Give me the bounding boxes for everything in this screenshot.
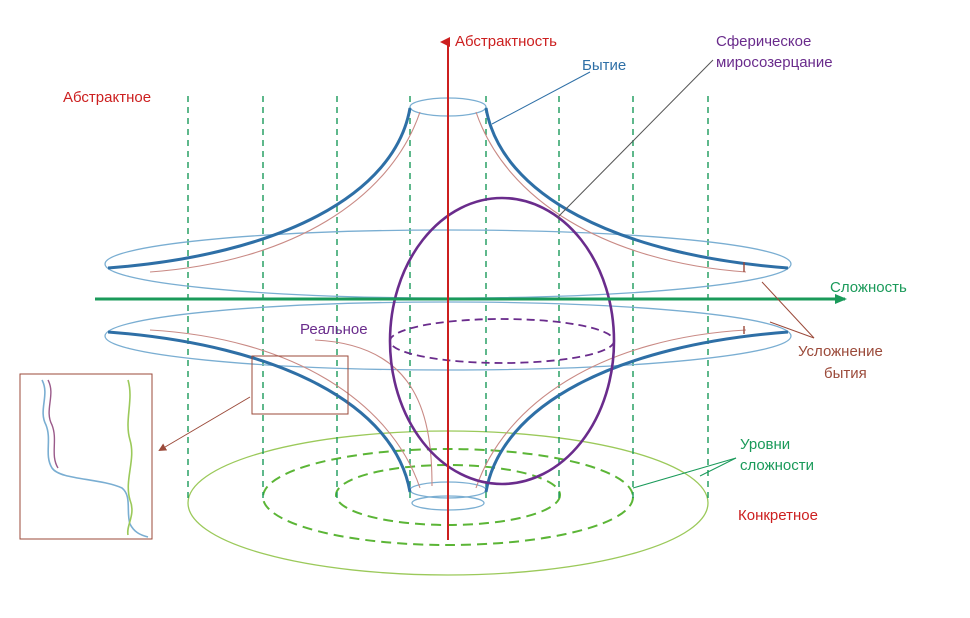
leader-lines <box>491 59 815 489</box>
real-thin-curves <box>149 111 747 489</box>
zoom-inset <box>19 355 349 540</box>
being-surface-curves <box>107 107 789 493</box>
concrete-label: Конкретное <box>738 507 818 524</box>
real-label: Реальное <box>300 321 368 338</box>
spherical-worldview <box>388 196 616 486</box>
being-label: Бытие <box>582 57 626 74</box>
spherical-label-line2: миросозерцание <box>716 54 833 71</box>
y-axis-label: Абстрактность <box>455 33 557 50</box>
complication-label-line2: бытия <box>824 365 867 382</box>
spherical-label-line1: Сферическое <box>716 33 811 50</box>
abstract-label: Абстрактное <box>63 89 151 106</box>
levels-label-line2: сложности <box>740 457 814 474</box>
x-axis-label: Сложность <box>830 279 907 296</box>
levels-label-line1: Уровни <box>740 436 790 453</box>
complication-label-line1: Усложнение <box>798 343 883 360</box>
